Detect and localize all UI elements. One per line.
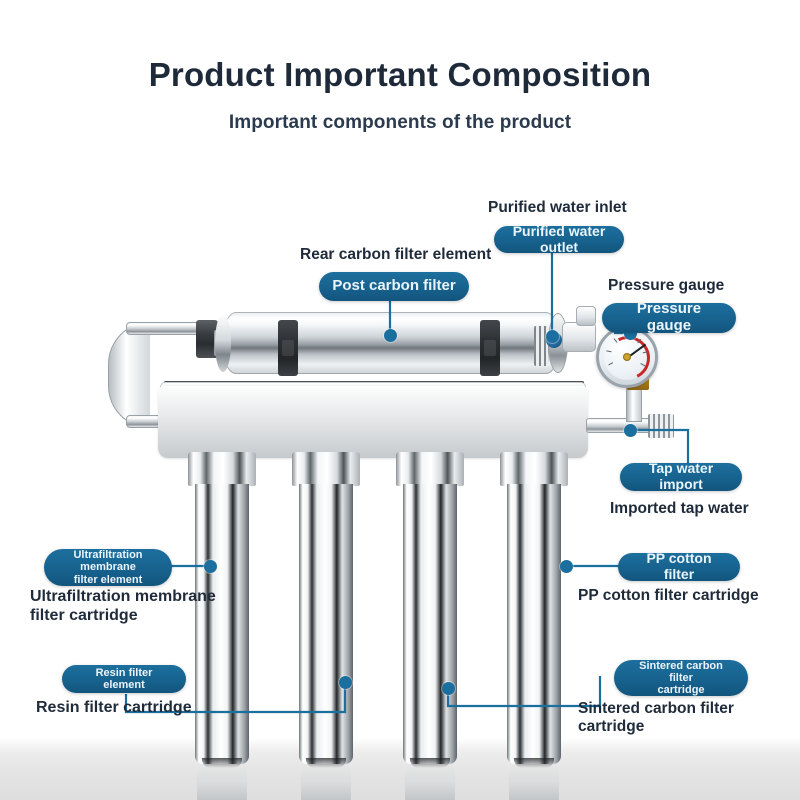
resin-filter-caption: Resin filter cartridge xyxy=(36,699,192,716)
leader-dot-ultrafiltration xyxy=(204,560,217,573)
leader-dot-sintered-carbon xyxy=(442,682,455,695)
floor-reflection-surface xyxy=(0,738,800,800)
rear-carbon-filter-caption: Rear carbon filter element xyxy=(300,246,492,263)
u-handle-pipe xyxy=(108,322,218,442)
pp-cotton-filter-caption: PP cotton filter cartridge xyxy=(578,587,759,604)
outlet-elbow-cap xyxy=(576,306,596,326)
cartridge-body xyxy=(299,484,353,768)
cylinder-clamp-right xyxy=(480,320,500,376)
tap-water-import-badge[interactable]: Tap water import xyxy=(620,460,742,492)
tap-water-pipe-thread xyxy=(648,414,674,438)
post-carbon-filter-badge[interactable]: Post carbon filter xyxy=(319,272,469,301)
sintered-carbon-filter-badge[interactable]: Sintered carbon filter cartridge xyxy=(614,660,748,696)
cartridge-collar xyxy=(396,452,464,486)
cartridge-collar xyxy=(500,452,568,486)
resin-filter-badge[interactable]: Resin filter element xyxy=(62,665,186,693)
pressure-gauge-caption: Pressure gauge xyxy=(608,277,725,294)
cartridge-collar xyxy=(188,452,256,486)
leader-resin xyxy=(124,688,347,714)
cylinder-left-cap xyxy=(215,314,231,372)
cartridge-collar xyxy=(292,452,360,486)
ultrafiltration-membrane-badge[interactable]: Ultrafiltration membrane filter element xyxy=(44,549,172,586)
pipe-nut-top xyxy=(196,320,218,358)
cartridge-body xyxy=(195,484,249,768)
sintered-carbon-filter-caption: Sintered carbon filter cartridge xyxy=(578,700,734,736)
leader-dot-resin xyxy=(339,676,352,689)
cylinder-right-thread xyxy=(534,326,548,366)
page-title: Product Important Composition xyxy=(148,56,652,93)
purified-water-outlet-badge[interactable]: Purified water outlet xyxy=(494,223,624,254)
ultrafiltration-membrane-caption: Ultrafiltration membrane filter cartridg… xyxy=(30,588,216,624)
pp-cotton-filter-badge[interactable]: PP cotton filter xyxy=(618,550,740,582)
pressure-gauge-badge[interactable]: Pressure gauge xyxy=(602,300,736,334)
outlet-elbow-fitting xyxy=(562,322,596,352)
leader-dot-pp-cotton xyxy=(560,560,573,573)
page-subtitle: Important components of the product xyxy=(228,112,572,133)
manifold-head xyxy=(158,386,588,458)
leader-sintered-carbon xyxy=(446,676,602,708)
leader-dot-post-carbon xyxy=(384,329,397,342)
imported-tap-water-caption: Imported tap water xyxy=(610,500,749,517)
cartridge-base xyxy=(202,758,242,768)
leader-dot-purified-outlet xyxy=(546,330,559,343)
cartridge-base xyxy=(410,758,450,768)
leader-dot-tap-water xyxy=(624,424,637,437)
cylinder-clamp-left xyxy=(278,320,298,376)
cartridge-base xyxy=(514,758,554,768)
purified-water-inlet-caption: Purified water inlet xyxy=(488,199,627,216)
cartridge-body xyxy=(507,484,561,768)
leader-tap-water xyxy=(630,428,690,464)
cartridge-base xyxy=(306,758,346,768)
cartridge-body xyxy=(403,484,457,768)
gauge-hub xyxy=(623,353,631,361)
